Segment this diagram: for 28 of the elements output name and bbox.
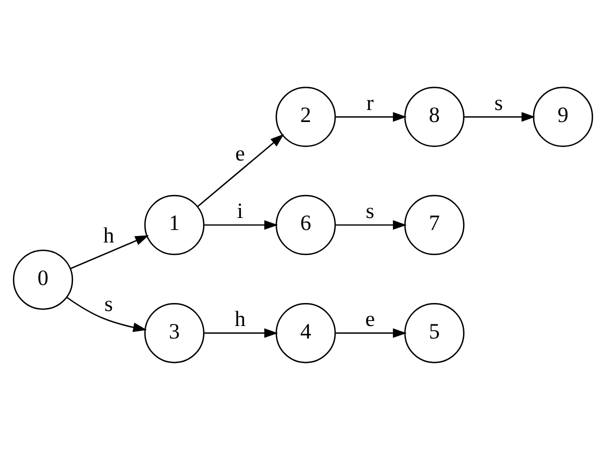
node-circle: 7	[404, 194, 464, 255]
edge-label: h	[234, 305, 246, 330]
node-circle: 0	[12, 249, 74, 310]
arrow	[70, 234, 149, 269]
arrow	[336, 328, 407, 338]
node-circle: 5	[404, 302, 464, 363]
edge-label: s	[494, 89, 503, 114]
arrow	[336, 220, 407, 230]
edge-label: e	[365, 305, 375, 330]
node-circle: 8	[404, 86, 464, 146]
edge-label: r	[366, 89, 374, 114]
node-circle: 1	[144, 194, 204, 255]
edge-label: e	[235, 140, 245, 165]
edge-label: s	[104, 290, 113, 316]
arrow	[197, 134, 284, 207]
edge-label: i	[237, 197, 244, 222]
arrow	[204, 328, 278, 338]
node-circle: 2	[276, 86, 336, 146]
arrow	[204, 220, 278, 230]
edge-label: s	[366, 197, 374, 222]
arrow	[336, 112, 407, 122]
arrow	[66, 296, 147, 332]
edge-label: h	[103, 222, 114, 248]
node-circle: 3	[144, 302, 204, 363]
node-circle: 4	[276, 302, 336, 363]
node-circle: 6	[276, 194, 336, 255]
node-circle: 9	[532, 86, 594, 146]
arrow	[464, 112, 536, 122]
